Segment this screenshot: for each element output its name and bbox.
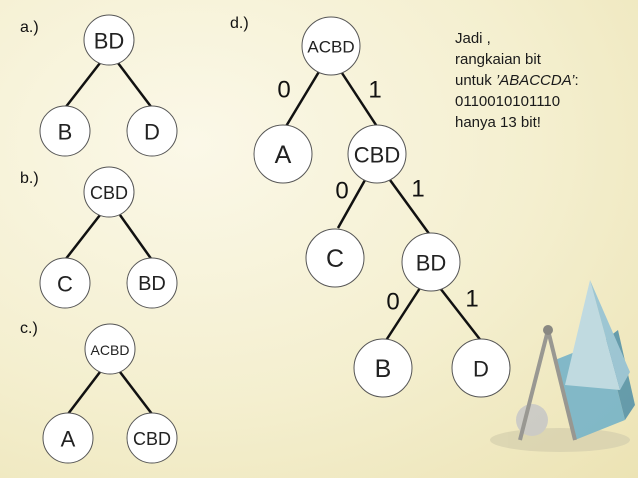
node-label: D xyxy=(473,357,489,382)
note-text: untuk xyxy=(455,72,496,89)
tree-a: BD B D xyxy=(39,14,178,157)
tree-node: B xyxy=(39,105,91,157)
tree-node: C xyxy=(305,228,365,288)
tree-node: D xyxy=(451,338,511,398)
edge-label: 0 xyxy=(335,178,348,205)
tree-c: ACBD A CBD xyxy=(42,323,178,464)
tree-node: BD xyxy=(83,14,135,66)
edge-label: 0 xyxy=(277,77,290,104)
note-line: rangkaian bit xyxy=(455,51,541,68)
node-label: BD xyxy=(416,251,447,276)
edge xyxy=(283,69,322,129)
node-label: BD xyxy=(94,29,125,54)
note-text: : xyxy=(574,72,579,89)
edge xyxy=(64,62,101,109)
node-label: B xyxy=(375,355,392,383)
node-label: C xyxy=(57,272,73,297)
part-label-d: d.) xyxy=(230,15,249,32)
tree-b: CBD C BD xyxy=(39,166,178,309)
tree-node: CBD xyxy=(126,412,178,464)
node-label: CBD xyxy=(90,183,128,203)
part-label-b: b.) xyxy=(20,170,39,187)
tree-node: ACBD xyxy=(301,16,361,76)
edge-label: 1 xyxy=(411,176,424,203)
note-line: Jadi , xyxy=(455,30,491,47)
node-label: A xyxy=(275,141,292,169)
note-emphasis: ’ABACCDA’ xyxy=(495,72,575,89)
edge-label: 0 xyxy=(386,289,399,316)
node-label: B xyxy=(58,120,73,145)
tree-node: D xyxy=(126,105,178,157)
tree-node: A xyxy=(253,124,313,184)
geometry-decoration xyxy=(490,280,635,452)
edge xyxy=(67,371,101,415)
tree-node: A xyxy=(42,412,94,464)
tree-node: B xyxy=(353,338,413,398)
node-label: BD xyxy=(138,273,166,295)
tree-node: ACBD xyxy=(84,323,136,375)
tree-node: CBD xyxy=(347,124,407,184)
edge xyxy=(336,179,367,229)
note-line: 0110010101110 xyxy=(455,93,561,110)
node-label: CBD xyxy=(133,429,171,449)
part-label-a: a.) xyxy=(20,19,39,36)
node-label: CBD xyxy=(354,143,400,168)
edge xyxy=(117,62,153,109)
tree-node: BD xyxy=(401,232,461,292)
explanation-note: Jadi , rangkaian bit untuk ’ABACCDA’: 01… xyxy=(455,28,635,133)
edge xyxy=(388,179,432,236)
edge-label: 1 xyxy=(368,77,381,104)
edge xyxy=(383,287,422,343)
edge xyxy=(118,214,154,261)
tree-node: CBD xyxy=(83,166,135,218)
node-label: A xyxy=(61,427,76,452)
node-label: ACBD xyxy=(91,342,130,358)
tree-d: 0 1 0 1 0 1 ACBD A CBD C BD B xyxy=(253,16,511,398)
note-line: hanya 13 bit! xyxy=(455,114,541,131)
tree-node: BD xyxy=(126,257,178,309)
note-line: untuk ’ABACCDA’: xyxy=(455,70,635,91)
tree-node: C xyxy=(39,257,91,309)
part-label-c: c.) xyxy=(20,320,38,337)
node-label: ACBD xyxy=(307,38,354,57)
node-label: C xyxy=(326,245,344,273)
edge xyxy=(338,69,380,129)
edge-label: 1 xyxy=(465,286,478,313)
node-label: D xyxy=(144,120,160,145)
edge xyxy=(439,287,483,343)
edge xyxy=(64,214,101,261)
edge xyxy=(119,371,153,415)
